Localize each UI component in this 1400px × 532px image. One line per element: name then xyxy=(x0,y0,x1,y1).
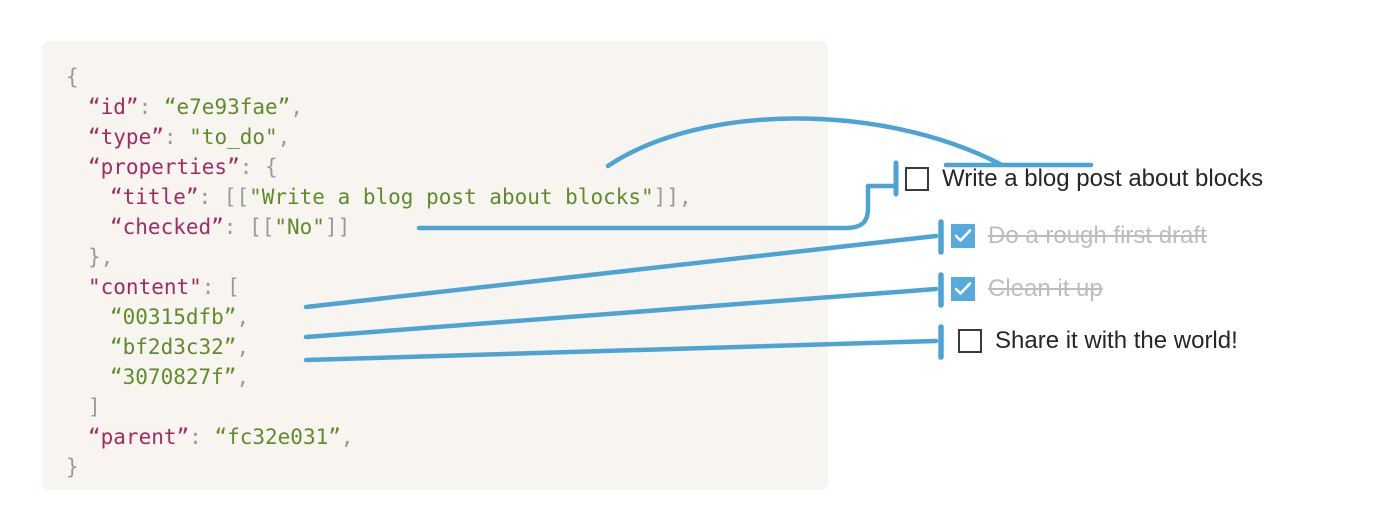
todo-label: Do a rough first draft xyxy=(988,222,1207,249)
json-token: , xyxy=(236,365,250,389)
json-code-line: } xyxy=(66,452,692,482)
json-token: “type” xyxy=(88,125,164,149)
json-code-line: }, xyxy=(66,242,692,272)
json-token: , xyxy=(236,335,250,359)
json-token: “e7e93fae” xyxy=(163,95,291,119)
json-code-line: “id”: “e7e93fae”, xyxy=(66,92,692,122)
json-token: “parent” xyxy=(88,425,190,449)
json-token: "content" xyxy=(88,275,202,299)
checkbox-checked-icon[interactable] xyxy=(951,277,975,301)
todo-item-2[interactable]: Clean it up xyxy=(951,274,1103,304)
json-token: “title” xyxy=(110,185,199,209)
json-token: } xyxy=(66,455,79,479)
json-token: : xyxy=(163,125,190,149)
todo-label: Write a blog post about blocks xyxy=(942,165,1264,192)
json-code-line: “bf2d3c32”, xyxy=(66,332,692,362)
json-code-line: “parent”: “fc32e031”, xyxy=(66,422,692,452)
json-token: “id” xyxy=(88,95,139,119)
json-token: "No" xyxy=(274,215,325,239)
checkbox-unchecked-icon[interactable] xyxy=(905,167,929,191)
json-token: : [ xyxy=(201,275,240,299)
json-code-line: “properties”: { xyxy=(66,152,692,182)
json-token: "to_do" xyxy=(189,125,278,149)
json-token: “3070827f” xyxy=(110,365,237,389)
json-token: "Write a blog post about blocks" xyxy=(249,185,654,209)
json-token: ]] xyxy=(324,215,351,239)
json-token: “properties” xyxy=(88,155,240,179)
json-token: : xyxy=(189,425,215,449)
json-token: “00315dfb” xyxy=(110,305,237,329)
json-code-line: “00315dfb”, xyxy=(66,302,692,332)
checkbox-unchecked-icon[interactable] xyxy=(958,329,982,353)
check-mark-icon xyxy=(954,282,972,295)
todo-label: Share it with the world! xyxy=(995,327,1238,354)
json-code-line: { xyxy=(66,62,692,92)
json-token: }, xyxy=(88,245,114,269)
todo-item-1[interactable]: Do a rough first draft xyxy=(951,221,1207,251)
json-token: : { xyxy=(239,155,278,179)
json-token: : [[ xyxy=(223,215,275,239)
json-code-line: "content": [ xyxy=(66,272,692,302)
todo-item-0[interactable]: Write a blog post about blocks xyxy=(905,164,1263,194)
json-token: ]], xyxy=(653,185,692,209)
json-token: ] xyxy=(88,395,101,419)
json-code-line: “type”: "to_do", xyxy=(66,122,692,152)
todo-item-3[interactable]: Share it with the world! xyxy=(958,326,1238,356)
json-code-line: “title”: [["Write a blog post about bloc… xyxy=(66,182,692,212)
check-mark-icon xyxy=(954,229,972,242)
json-token: , xyxy=(340,425,354,449)
json-code-line: “checked”: [["No"]] xyxy=(66,212,692,242)
json-code-line: ] xyxy=(66,392,692,422)
json-code-block: {“id”: “e7e93fae”,“type”: "to_do",“prope… xyxy=(66,62,692,482)
json-code-line: “3070827f”, xyxy=(66,362,692,392)
json-token: , xyxy=(277,125,291,149)
json-token: , xyxy=(236,305,250,329)
json-token: , xyxy=(290,95,303,119)
json-token: “checked” xyxy=(110,215,224,239)
json-token: : [[ xyxy=(198,185,250,209)
json-token: “fc32e031” xyxy=(214,425,341,449)
todo-label: Clean it up xyxy=(988,275,1103,302)
json-token: { xyxy=(66,65,79,89)
json-token: “bf2d3c32” xyxy=(110,335,237,359)
json-panel: {“id”: “e7e93fae”,“type”: "to_do",“prope… xyxy=(42,41,828,490)
json-token: : xyxy=(138,95,164,119)
checkbox-checked-icon[interactable] xyxy=(951,224,975,248)
